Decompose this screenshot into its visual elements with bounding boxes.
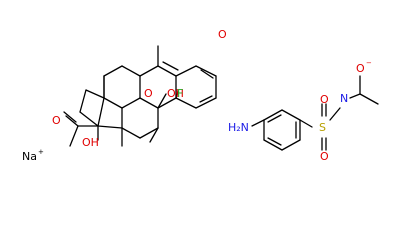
c11-hydroxyl: OH xyxy=(167,87,184,100)
sulfonyl-oxygen-bottom: O xyxy=(320,150,329,163)
amine-group: H₂N xyxy=(228,121,249,134)
sodium-symbol: Na xyxy=(22,150,37,163)
sulfonyl-oxygen-top: O xyxy=(320,93,329,106)
sulfacetamide-skeleton xyxy=(251,75,379,151)
sulfur-atom: S xyxy=(319,121,326,134)
structure-drawing: O O OH F OH O xyxy=(22,28,379,163)
oxide-negative-charge: − xyxy=(366,59,372,67)
fluorine-atom: F xyxy=(177,87,183,100)
molecule-canvas: O O OH F OH O xyxy=(22,28,379,163)
acetamide-oxygen: O xyxy=(356,62,365,75)
c11-hydroxy-oxygen: O xyxy=(144,87,153,100)
sodium-charge: + xyxy=(38,148,44,156)
acetyl-oxygen: O xyxy=(52,114,61,127)
steroid-skeleton xyxy=(63,45,217,147)
ketone-oxygen: O xyxy=(218,28,227,41)
imide-nitrogen: N xyxy=(340,92,348,105)
c17-hydroxyl: OH xyxy=(82,136,99,149)
